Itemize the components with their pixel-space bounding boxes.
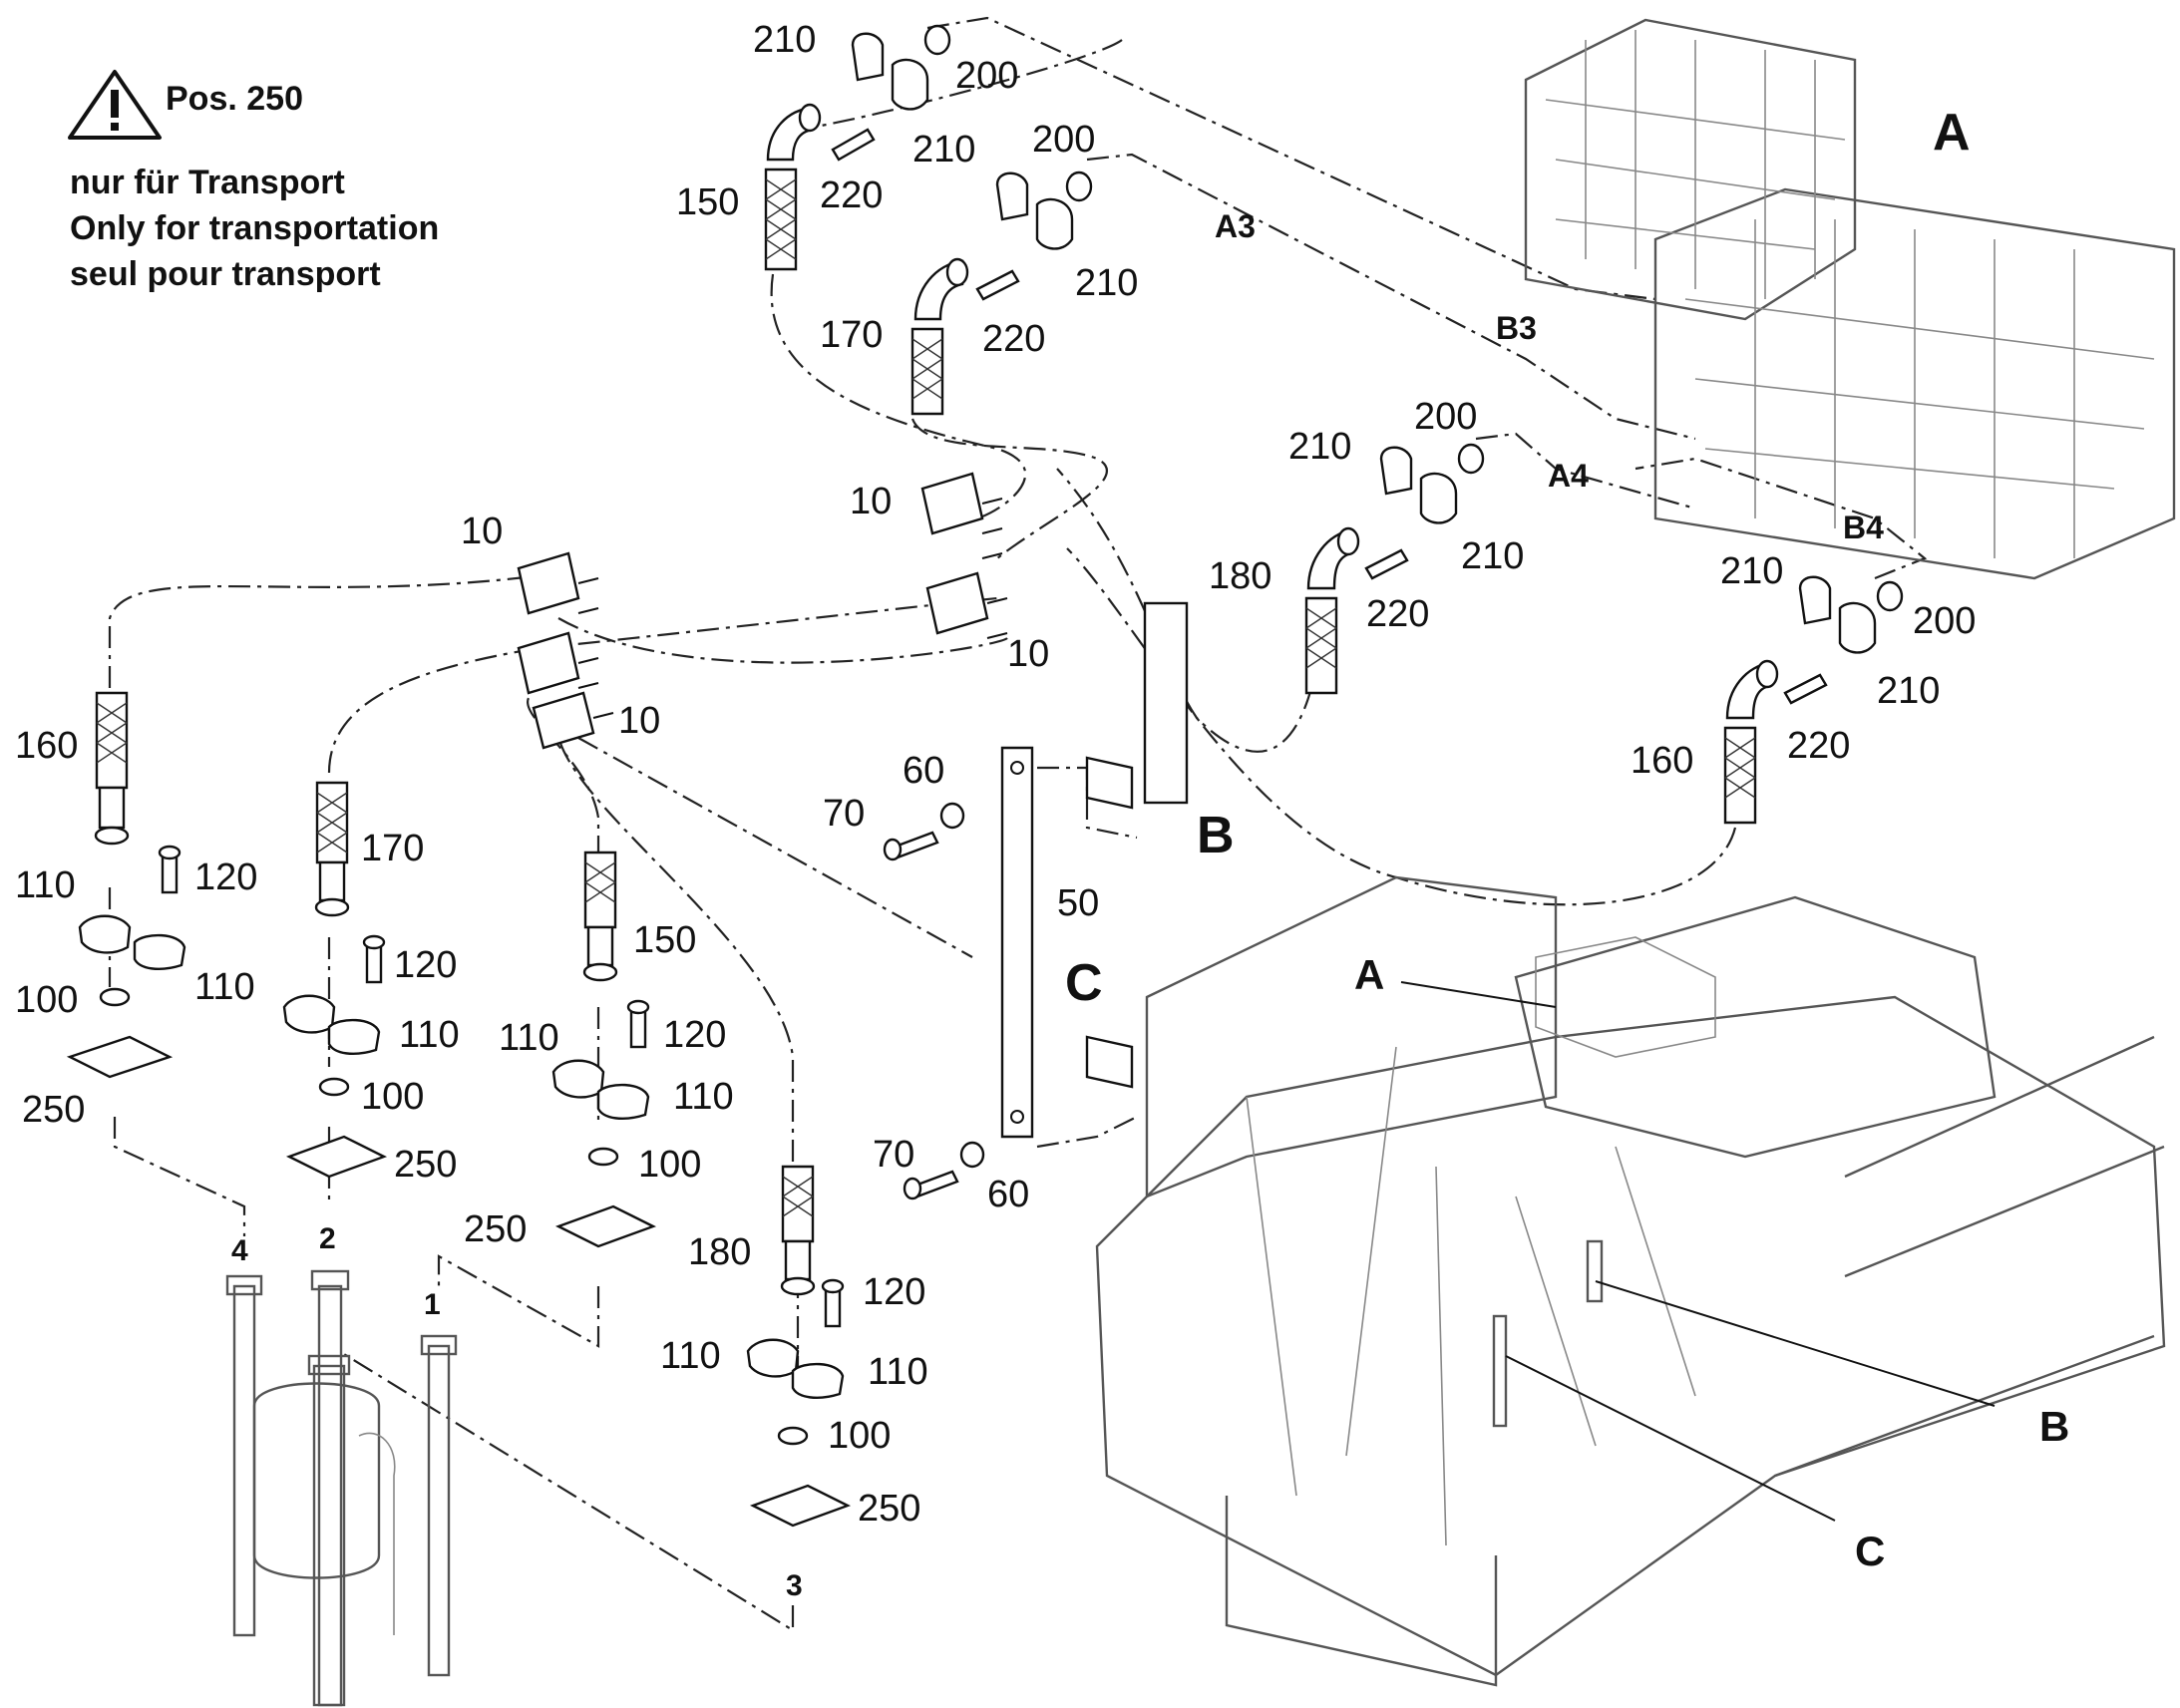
line-number-3: 3 [786, 1569, 803, 1602]
clamp-stack-4 [66, 845, 186, 1079]
part-label: 110 [399, 1014, 460, 1056]
coupling-blocks-left [517, 551, 614, 750]
part-label: 250 [464, 1208, 527, 1250]
label-B3: B3 [1496, 310, 1537, 346]
part-label: 120 [663, 1014, 726, 1056]
label-C-mid: C [1065, 954, 1103, 1012]
label-A-top: A [1933, 104, 1971, 162]
hose-180-left [780, 1165, 816, 1296]
part-label: 210 [1720, 550, 1783, 592]
part-label: 200 [1032, 119, 1095, 161]
overview-leaders [1400, 981, 1996, 1522]
part-label: 170 [361, 828, 424, 869]
part-label: 10 [618, 700, 660, 742]
part-label: 110 [499, 1017, 559, 1059]
note-line-de: nur für Transport [70, 164, 345, 201]
part-label: 70 [873, 1134, 914, 1176]
part-label: 120 [394, 944, 457, 986]
part-label: 220 [982, 318, 1045, 360]
cylinder-illustration [225, 1269, 458, 1707]
part-label: 200 [1414, 396, 1477, 438]
part-numbers: 210 200 210 200 220 150 210 170 220 200 … [15, 19, 1976, 1530]
part-label: 110 [868, 1351, 928, 1393]
part-label: 60 [987, 1174, 1029, 1215]
part-label: 110 [660, 1335, 721, 1377]
part-label: 220 [820, 174, 883, 216]
hose-160-left [94, 691, 130, 846]
part-label: 10 [850, 481, 892, 522]
label-B-overview: B [2039, 1403, 2069, 1450]
clamp-set-3 [1364, 443, 1485, 580]
clamp-set-1 [831, 24, 951, 162]
mount-plates [1085, 601, 1189, 1089]
label-C-overview: C [1855, 1528, 1885, 1574]
part-label: 200 [955, 55, 1018, 97]
bracket-50 [1000, 746, 1034, 1139]
hose-180-right [1304, 526, 1360, 695]
part-label: 100 [638, 1144, 701, 1186]
part-label: 210 [753, 19, 816, 61]
label-B4: B4 [1843, 510, 1884, 545]
part-label: 10 [461, 511, 503, 552]
clamp-set-2 [975, 171, 1093, 301]
part-label: 220 [1787, 725, 1850, 767]
warning-title: Pos. 250 [166, 80, 303, 118]
part-label: 210 [1288, 426, 1351, 468]
part-label: 60 [903, 750, 944, 792]
label-A4: A4 [1548, 458, 1589, 494]
part-label: 210 [1877, 670, 1940, 712]
part-label: 250 [22, 1089, 85, 1131]
part-label: 250 [858, 1488, 920, 1530]
line-number-2: 2 [319, 1222, 336, 1255]
hose-170-left [314, 781, 350, 917]
label-A3: A3 [1215, 208, 1256, 244]
line-number-1: 1 [424, 1288, 441, 1321]
line-number-4: 4 [231, 1234, 248, 1267]
label-B-mid: B [1197, 807, 1235, 864]
clamp-stack-1 [551, 999, 657, 1248]
clamp-stack-2 [282, 934, 388, 1179]
note-line-fr: seul pour transport [70, 255, 381, 293]
screws-washers [883, 802, 985, 1200]
clamp-set-4 [1783, 575, 1904, 705]
part-label: 200 [1913, 600, 1976, 642]
part-label: 210 [1075, 262, 1138, 304]
part-label: 160 [1631, 740, 1693, 782]
part-label: 180 [688, 1231, 751, 1273]
part-label: 110 [15, 864, 76, 906]
transport-note: nur für Transport Only for transportatio… [70, 160, 439, 297]
machine-frame-illustration [1095, 875, 2166, 1687]
hose-150-left [582, 851, 618, 982]
label-A-overview: A [1354, 951, 1384, 998]
part-label: 170 [820, 314, 883, 356]
note-line-en: Only for transportation [70, 209, 440, 247]
part-label: 100 [361, 1076, 424, 1118]
part-label: 210 [1461, 535, 1524, 577]
part-label: 100 [828, 1415, 891, 1457]
hose-170-top [910, 257, 969, 416]
warning-triangle-icon [68, 70, 162, 140]
part-label: 50 [1057, 882, 1099, 924]
part-label: 150 [676, 181, 739, 223]
part-label: 120 [194, 856, 257, 898]
hose-150-top [764, 103, 822, 271]
valve-block-illustration [1524, 18, 2176, 580]
clamp-stack-3 [746, 1278, 852, 1528]
part-label: 250 [394, 1144, 457, 1186]
part-label: 70 [823, 793, 865, 835]
part-label: 150 [633, 919, 696, 961]
part-label: 220 [1366, 593, 1429, 635]
part-label: 110 [673, 1076, 734, 1118]
part-label: 160 [15, 725, 78, 767]
part-label: 110 [194, 966, 255, 1008]
part-label: 180 [1209, 555, 1272, 597]
hose-160-right [1723, 659, 1779, 825]
part-label: 120 [863, 1271, 925, 1313]
part-label: 210 [912, 129, 975, 171]
part-label: 100 [15, 979, 78, 1021]
coupling-blocks-right [920, 472, 1008, 639]
part-label: 10 [1007, 633, 1049, 675]
